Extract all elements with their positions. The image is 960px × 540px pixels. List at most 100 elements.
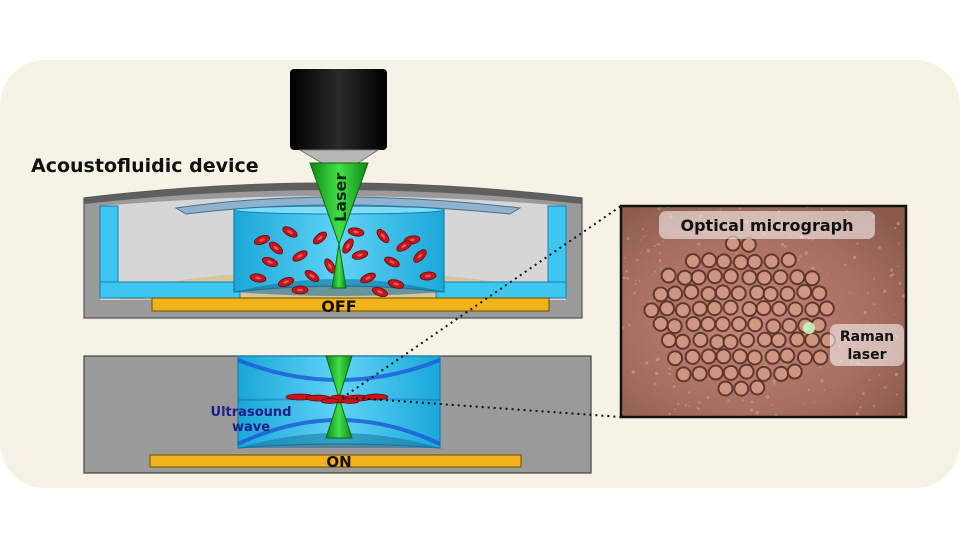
micrograph-cell [739, 332, 756, 349]
micrograph-title-box [659, 211, 875, 239]
micrograph-cell [722, 364, 739, 381]
micrograph-cell [684, 348, 701, 365]
micrograph-cell [764, 348, 781, 365]
device-title: Acoustofluidic device [31, 155, 259, 177]
micrograph-cell [741, 301, 758, 318]
transducer-off [151, 297, 550, 312]
micrograph-cell [755, 300, 772, 317]
micrograph-speckle [755, 410, 759, 415]
micrograph-cell [722, 268, 739, 285]
micrograph-speckle [804, 251, 808, 255]
micrograph-cell [714, 284, 731, 301]
micrograph-speckle [901, 294, 906, 298]
red-blood-cell [360, 272, 376, 284]
micrograph-speckle [673, 385, 676, 388]
micrograph-speckle [856, 242, 859, 245]
micrograph-speckle [883, 289, 887, 293]
micrograph-cell [773, 365, 790, 382]
micrograph-cell [740, 236, 757, 253]
micrograph-speckle [622, 276, 626, 280]
micrograph-speckle [774, 413, 778, 417]
micrograph-cell [660, 267, 677, 284]
micrograph-speckle [893, 313, 896, 316]
device-on [83, 355, 592, 474]
micrograph-cell [683, 283, 700, 300]
micrograph-cell [700, 285, 717, 302]
micrograph-speckle [657, 357, 661, 361]
micrograph-cell [659, 300, 676, 317]
micrograph-cell [732, 254, 749, 271]
ultrasound-label-line2: wave [232, 420, 270, 435]
micrograph-speckle [677, 402, 680, 406]
transducer-on [149, 454, 522, 468]
micrograph-speckle [638, 280, 641, 282]
micrograph-cell [692, 331, 709, 348]
device-off-rim [84, 183, 582, 204]
micrograph-cell [789, 331, 806, 348]
micrograph-speckle [811, 266, 815, 270]
micrograph-speckle [820, 379, 824, 383]
micrograph-cell [684, 253, 701, 270]
micrograph-cell [779, 285, 796, 302]
micrograph-cell [812, 349, 829, 366]
red-blood-cell [261, 256, 279, 268]
red-blood-cell [292, 250, 308, 262]
micrograph-speckle [823, 389, 826, 391]
red-blood-cell [282, 226, 298, 238]
micrograph-cell [709, 334, 726, 351]
micrograph-speckle [633, 291, 636, 295]
red-blood-cell [387, 279, 405, 289]
micrograph-cell [786, 363, 803, 380]
micrograph-speckle [898, 242, 900, 245]
micrograph-cell [780, 252, 797, 269]
micrograph-speckle [646, 249, 651, 253]
red-blood-cell [291, 285, 309, 295]
micrograph-cell [779, 347, 796, 364]
laser-label: Laser [331, 173, 350, 222]
chamber-on-bottom [238, 433, 440, 448]
micrograph-speckle [645, 361, 649, 365]
micrograph-speckle [735, 252, 738, 255]
micrograph-cell [811, 285, 828, 302]
micrograph-speckle [829, 239, 831, 241]
micrograph-speckle [897, 265, 899, 267]
micrograph-speckle [755, 343, 758, 346]
micrograph-speckle [664, 331, 666, 333]
micrograph-cell [691, 365, 708, 382]
micrograph-speckle [636, 259, 639, 262]
micrograph-cell [787, 301, 804, 318]
micrograph-speckle [750, 400, 754, 404]
micrograph-speckle [900, 302, 902, 305]
micrograph-speckle [634, 279, 637, 282]
off-label: OFF [321, 297, 356, 316]
micrograph-speckle [894, 226, 897, 230]
micrograph-speckle [878, 245, 882, 250]
micrograph-cell [652, 286, 669, 303]
micrograph-speckle [898, 282, 902, 285]
micrograph-speckle [872, 404, 875, 408]
micrograph-speckle [878, 374, 880, 376]
micrograph-speckle [780, 243, 785, 247]
micrograph-cell [706, 300, 723, 317]
ultrasound-label-line1: Ultrasound [211, 405, 292, 420]
micrograph-speckle [658, 259, 662, 262]
micrograph-cell [715, 348, 732, 365]
micrograph-cell [643, 302, 660, 319]
micrograph-speckle [786, 344, 790, 347]
red-blood-cell [253, 234, 271, 246]
micrograph-speckle [706, 396, 710, 399]
micrograph-cell [676, 269, 693, 286]
raman-laser-spot [803, 322, 815, 334]
micrograph-speckle [813, 401, 815, 403]
micrograph-cell [746, 349, 763, 366]
micrograph-cell [731, 348, 748, 365]
micrograph-cell [730, 316, 747, 333]
micrograph-cell [738, 363, 755, 380]
micrograph-speckle [768, 252, 771, 254]
laser-beam-on-top [325, 355, 353, 400]
micrograph-cell [666, 318, 683, 335]
micrograph-cell [691, 300, 708, 317]
micrograph-speckle [625, 276, 628, 279]
micrograph-speckle [625, 270, 628, 273]
micrograph-speckle [794, 286, 796, 288]
